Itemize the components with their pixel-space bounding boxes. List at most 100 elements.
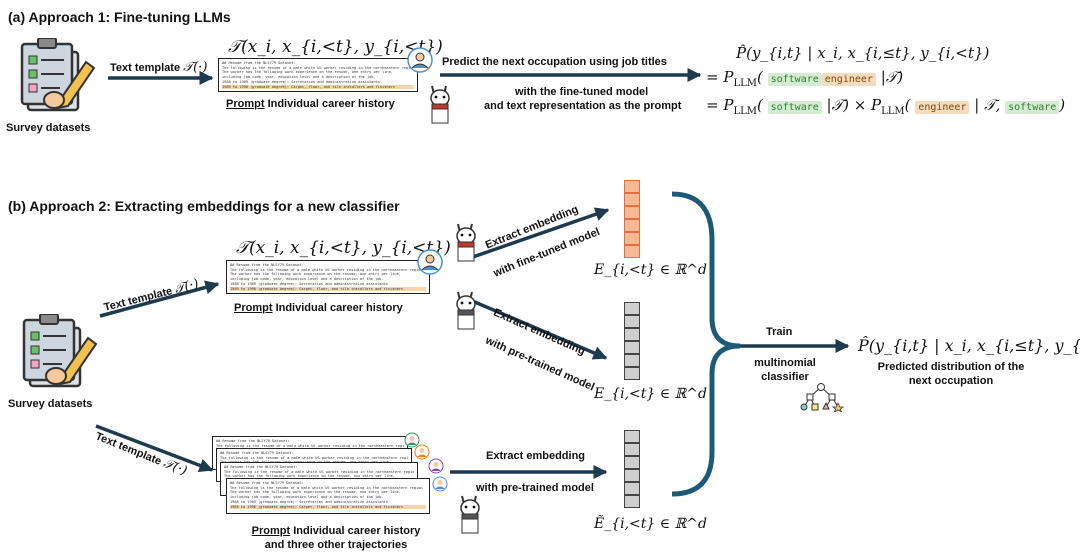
eq-lhs: P̂(y_{i,t} | x_i, x_{i,≤t}, y_{i,<t}) [736,44,990,62]
doc-line: 1988 to 1989 (graduate degree): Secretar… [222,79,380,84]
user-avatar-icon [406,46,434,79]
doc-line: The worker has the following work experi… [230,272,401,277]
user-avatar-icon [416,248,444,281]
doc-line: 1988 to 1989 (graduate degree): Secretar… [230,499,388,504]
arrow-b-template-2 [95,424,214,473]
user-avatar-icon [414,444,430,465]
doc-line: including job code, year, education leve… [222,75,376,80]
arrow-b-extract-1 [469,207,610,260]
arrow-b-template-1 [99,280,220,318]
template-symbol-a: 𝒯(·) [183,60,208,75]
user-avatar-icon [404,432,420,453]
doc-line-highlight: 1989 to 1990 (graduate degree): Carpet, … [230,504,426,510]
template-text-a: Text template [110,62,181,74]
extract-label-3b: with pre-trained model [476,482,594,494]
token-software: software [767,101,822,114]
doc-line: The following is the resume of a male wh… [224,469,414,474]
extract-label-3a: Extract embedding [486,450,586,462]
doc-line: The worker has the following work experi… [222,70,393,75]
eq2-prefix: = P [706,96,734,114]
llama-icon [450,290,482,335]
doc-line: ## Resume from the NLSY79 Dataset: [216,439,290,443]
doc-line: ## Resume from the NLSY79 Dataset: [220,451,294,455]
doc-line: The worker has the following work experi… [224,474,395,479]
eq1-prefix: = P [706,68,734,86]
embedding-label-3: Ẽ_{i,<t} ∈ ℝ^d [594,516,707,532]
doc-line: The following is the resume of a male wh… [230,485,423,490]
template-label-a: Text template 𝒯(·) [110,60,207,75]
llama-icon [424,84,456,129]
classifier-label: multinomial classifier [744,356,826,384]
doc-line: The following is the resume of a male wh… [222,65,414,70]
prompt-caption-b: Prompt Individual career history [234,302,403,314]
prompt-doc-a: ## Resume from the NLSY79 Dataset: The f… [218,58,418,92]
classifier-line-1: multinomial [754,357,816,369]
train-label: Train [766,326,793,338]
token-software: software [767,73,822,86]
token-engineer: engineer [915,101,970,114]
prompt-doc-b: ## Resume from the NLSY79 Dataset: The f… [226,260,430,294]
eq2-sub: LLM [733,106,757,117]
prompt-expr-b: 𝒯(x_i, x_{i,<t}, y_{i,<t}) [236,238,451,258]
decision-tree-icon [798,382,845,417]
eq2-cond1: |𝒯) × P [826,96,882,114]
token-software: software [1005,101,1060,114]
output-caption-2: next occupation [908,375,994,387]
eq2-sub2: LLM [881,106,905,117]
llama-icon [454,494,486,539]
embedding-label-2: E_{i,<t} ∈ ℝ^d [594,386,707,402]
doc-line-highlight: 1989 to 1990 (graduate degree): Carpet, … [230,286,426,292]
doc-line: 1988 to 1989 (graduate degree): Secretar… [230,281,388,286]
prompt-expr-a: 𝒯(x_i, x_{i,<t}, y_{i,<t}) [228,37,443,57]
eq-line-2: = PLLM( software |𝒯) × PLLM( engineer | … [706,96,1066,117]
doc-line: The following is the resume of a male wh… [216,443,404,448]
arrow-a-bottom-label-1: with the fine-tuned model [515,86,649,98]
token-engineer: engineer [821,73,876,86]
llama-icon [450,222,482,267]
multi-caption-1: Individual career history [293,525,421,537]
doc-line: ## Resume from the NLSY79 Dataset: [222,61,296,65]
section-b-title: (b) Approach 2: Extracting embeddings fo… [8,198,400,214]
doc-line: ## Resume from the NLSY79 Dataset: [230,481,304,485]
multi-prompt-caption: Prompt Individual career history and thr… [236,524,436,552]
arrow-a-top-label: Predict the next occupation using job ti… [442,56,667,68]
output-expr: P̂(y_{i,t} | x_i, x_{i,≤t}, y_{i,<t}) [858,336,1080,355]
arrow-a-bottom-label-2: and text representation as the prompt [484,100,682,112]
eq-close: ) [1059,96,1066,114]
survey-label-a: Survey datasets [6,122,91,134]
multi-caption-2: and three other trajectories [264,539,408,551]
eq2-cond2: | 𝒯, [974,96,1001,114]
survey-label-b: Survey datasets [8,398,93,410]
doc-line: including job code, year, education leve… [230,495,384,500]
multi-prompt-word: Prompt [251,525,291,537]
output-caption: Predicted distribution of the next occup… [866,360,1036,388]
clipboard-icon [20,37,100,121]
eq1-sub: LLM [733,78,757,89]
doc-line: The following is the resume of a male wh… [230,267,423,272]
doc-line: ## Resume from the NLSY79 Dataset: [224,465,298,469]
prompt-word-a: Prompt [226,98,265,110]
clipboard-icon [22,313,102,397]
doc-line: The following is the resume of a male wh… [220,455,408,460]
user-avatar-icon [428,458,444,479]
prompt-word-b: Prompt [234,302,273,314]
doc-line: ## Resume from the NLSY79 Dataset: [230,263,304,267]
prompt-doc-stack-4: ## Resume from the NLSY79 Dataset: The f… [226,478,430,514]
merge-brace [671,191,741,497]
eq1-cond: |𝒯) [880,68,904,86]
prompt-caption-text-a: Individual career history [267,98,395,110]
prompt-caption-text-b: Individual career history [275,302,403,314]
section-a-title: (a) Approach 1: Fine-tuning LLMs [8,9,231,25]
embedding-label-1: E_{i,<t} ∈ ℝ^d [594,262,707,278]
classifier-line-2: classifier [761,371,809,383]
arrow-b-extract-2 [469,298,608,360]
doc-line-highlight: 1989 to 1990 (graduate degree): Carpet, … [222,84,414,90]
doc-line: including job code, year, education leve… [230,277,384,282]
user-avatar-icon [432,476,448,497]
doc-line: The worker has the following work experi… [230,490,401,495]
output-caption-1: Predicted distribution of the [877,361,1025,373]
prompt-caption-a: Prompt Individual career history [226,98,395,110]
